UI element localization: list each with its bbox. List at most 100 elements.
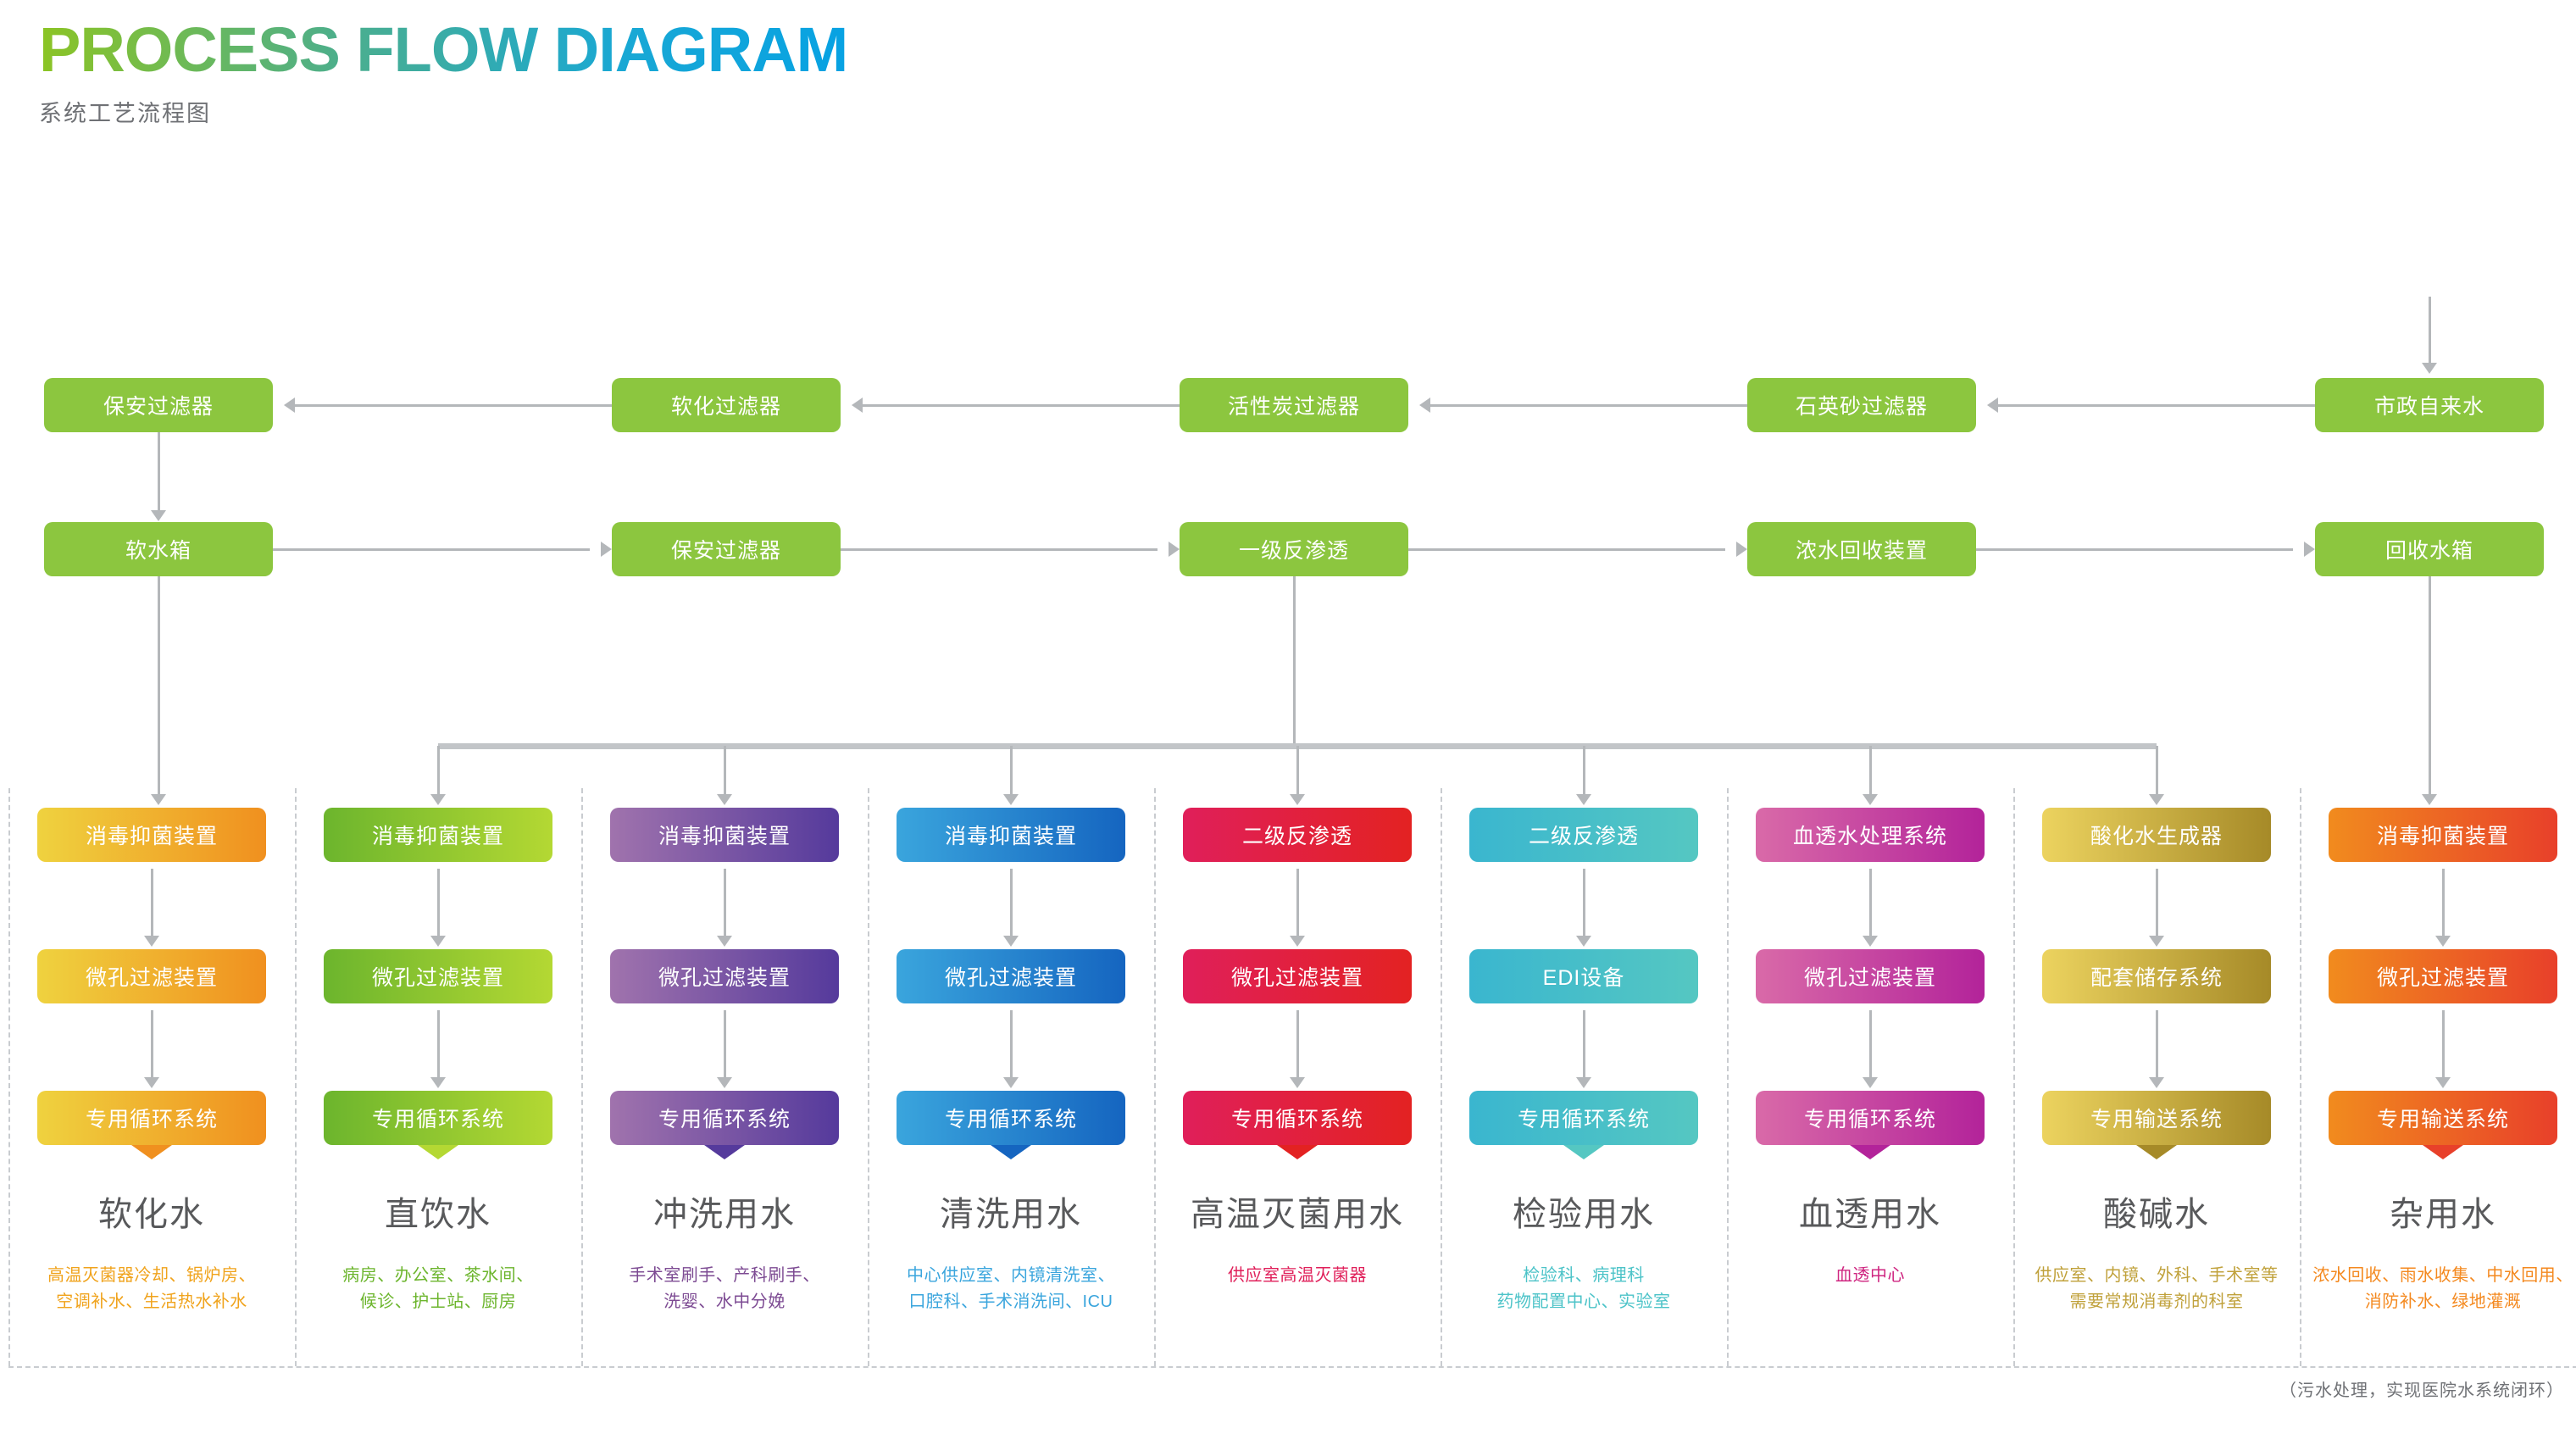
arrow-down-icon [1576, 794, 1591, 805]
column-5-step-1[interactable]: EDI设备 [1469, 949, 1698, 1003]
column-4-step-2[interactable]: 专用循环系统 [1183, 1091, 1412, 1159]
column-0-step-2[interactable]: 专用循环系统 [37, 1091, 266, 1159]
column-0-step-2-label: 专用循环系统 [37, 1091, 266, 1145]
column-7-step-2[interactable]: 专用输送系统 [2042, 1091, 2271, 1159]
column-8-step-2[interactable]: 专用输送系统 [2329, 1091, 2557, 1159]
column-1-step-0[interactable]: 消毒抑菌装置 [324, 808, 552, 862]
arrow-down-icon [2435, 936, 2451, 947]
column-3-step-1[interactable]: 微孔过滤装置 [897, 949, 1125, 1003]
pretreatment-row1-box-0[interactable]: 保安过滤器 [44, 378, 273, 432]
column-0-description: 高温灭菌器冷却、锅炉房、空调补水、生活热水补水 [12, 1263, 291, 1315]
pretreatment-row1-box-3[interactable]: 石英砂过滤器 [1747, 378, 1976, 432]
box-tail-pointer [131, 1145, 172, 1159]
column-5-step-0[interactable]: 二级反渗透 [1469, 808, 1698, 862]
arrow-left-icon [852, 397, 863, 413]
column-5-step-2[interactable]: 专用循环系统 [1469, 1091, 1698, 1159]
connector-line [1998, 404, 2315, 407]
connector-line [2442, 1010, 2445, 1077]
connector-line [1430, 404, 1747, 407]
arrow-down-icon [151, 794, 166, 805]
box-tail-pointer [1850, 1145, 1890, 1159]
pretreatment-row2-box-1[interactable]: 保安过滤器 [612, 522, 841, 576]
column-6-step-1[interactable]: 微孔过滤装置 [1756, 949, 1985, 1003]
arrow-right-icon [2304, 542, 2315, 557]
connector-line [437, 869, 440, 936]
column-7-step-0[interactable]: 酸化水生成器 [2042, 808, 2271, 862]
column-7-caption: 酸碱水 [2103, 1196, 2210, 1233]
column-3-step-0[interactable]: 消毒抑菌装置 [897, 808, 1125, 862]
arrow-right-icon [601, 542, 612, 557]
connector-line [1010, 869, 1013, 936]
column-1-step-1[interactable]: 微孔过滤装置 [324, 949, 552, 1003]
connector-line [1976, 548, 2293, 551]
column-4-description-line-0: 供应室高温灭菌器 [1228, 1266, 1367, 1285]
column-2-step-0[interactable]: 消毒抑菌装置 [610, 808, 839, 862]
column-3-step-2[interactable]: 专用循环系统 [897, 1091, 1125, 1159]
connector-line [1583, 1010, 1585, 1077]
pretreatment-row1-box-4[interactable]: 市政自来水 [2315, 378, 2544, 432]
pretreatment-row2-box-3[interactable]: 浓水回收装置 [1747, 522, 1976, 576]
box-tail-pointer [418, 1145, 458, 1159]
columns-bottom-rule [8, 1366, 2576, 1368]
arrow-down-icon [2435, 1077, 2451, 1088]
column-separator-6 [1727, 788, 1729, 1366]
pretreatment-row2-box-0[interactable]: 软水箱 [44, 522, 273, 576]
column-6-description-line-0: 血透中心 [1835, 1266, 1905, 1285]
column-0-step-1[interactable]: 微孔过滤装置 [37, 949, 266, 1003]
pretreatment-row1-box-1[interactable]: 软化过滤器 [612, 378, 841, 432]
column-4-step-0[interactable]: 二级反渗透 [1183, 808, 1412, 862]
connector-line [295, 404, 612, 407]
column-7-description-line-0: 供应室、内镜、外科、手术室等 [2035, 1266, 2279, 1285]
column-1-caption: 直饮水 [385, 1196, 491, 1233]
column-2-step-1[interactable]: 微孔过滤装置 [610, 949, 839, 1003]
arrow-down-icon [151, 510, 166, 521]
connector-line [2156, 869, 2158, 936]
arrow-left-icon [1419, 397, 1430, 413]
column-6-step-2[interactable]: 专用循环系统 [1756, 1091, 1985, 1159]
column-separator-3 [868, 788, 869, 1366]
arrow-down-icon [1290, 1077, 1305, 1088]
column-2-step-2-label: 专用循环系统 [610, 1091, 839, 1145]
arrow-down-icon [2422, 363, 2437, 374]
column-6-step-0[interactable]: 血透水处理系统 [1756, 808, 1985, 862]
column-3-step-2-label: 专用循环系统 [897, 1091, 1125, 1145]
connector-line [724, 746, 726, 794]
column-8-step-2-label: 专用输送系统 [2329, 1091, 2557, 1145]
page-title: PROCESS FLOW DIAGRAM [39, 14, 848, 85]
connector-line [1408, 548, 1725, 551]
column-0-description-line-1: 空调补水、生活热水补水 [56, 1292, 247, 1311]
column-1-step-2[interactable]: 专用循环系统 [324, 1091, 552, 1159]
column-1-description-line-1: 候诊、护士站、厨房 [359, 1292, 517, 1311]
arrow-down-icon [1576, 936, 1591, 947]
connector-line [1869, 1010, 1872, 1077]
column-4-step-1[interactable]: 微孔过滤装置 [1183, 949, 1412, 1003]
box-tail-pointer [704, 1145, 745, 1159]
column-8-step-0[interactable]: 消毒抑菌装置 [2329, 808, 2557, 862]
pretreatment-row2-box-4[interactable]: 回收水箱 [2315, 522, 2544, 576]
page-header: PROCESS FLOW DIAGRAM 系统工艺流程图 [39, 14, 848, 128]
arrow-down-icon [144, 936, 159, 947]
arrow-down-icon [1290, 936, 1305, 947]
column-5-caption: 检验用水 [1513, 1196, 1655, 1233]
column-separator-1 [295, 788, 297, 1366]
box-tail-pointer [2136, 1145, 2177, 1159]
column-6-caption: 血透用水 [1799, 1196, 1941, 1233]
connector-line [724, 1010, 726, 1077]
column-7-step-2-label: 专用输送系统 [2042, 1091, 2271, 1145]
connector-line [1296, 869, 1299, 936]
connector-line [1583, 746, 1585, 794]
column-2-step-2[interactable]: 专用循环系统 [610, 1091, 839, 1159]
connector-line [863, 404, 1180, 407]
arrow-down-icon [2422, 794, 2437, 805]
column-6-description: 血透中心 [1730, 1263, 2010, 1289]
column-7-step-1[interactable]: 配套储存系统 [2042, 949, 2271, 1003]
column-separator-7 [2013, 788, 2015, 1366]
column-0-step-0[interactable]: 消毒抑菌装置 [37, 808, 266, 862]
arrow-down-icon [430, 794, 446, 805]
arrow-down-icon [1003, 936, 1019, 947]
pretreatment-row1-box-2[interactable]: 活性炭过滤器 [1180, 378, 1408, 432]
pretreatment-row2-box-2[interactable]: 一级反渗透 [1180, 522, 1408, 576]
connector-line [1869, 869, 1872, 936]
column-8-step-1[interactable]: 微孔过滤装置 [2329, 949, 2557, 1003]
connector-line [841, 548, 1158, 551]
